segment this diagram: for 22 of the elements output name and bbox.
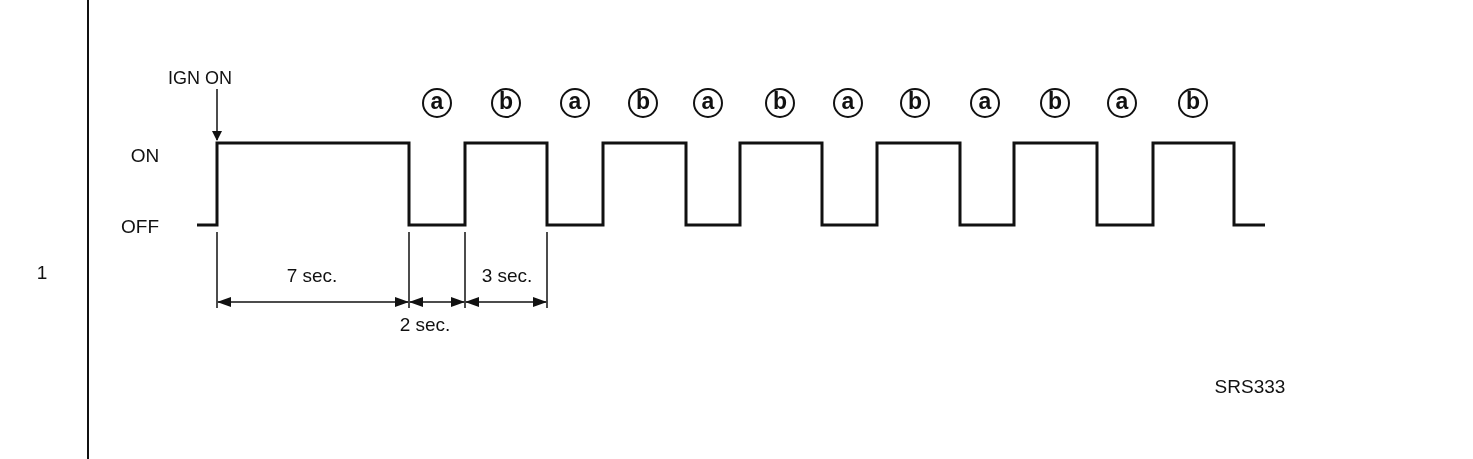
circled-letter: a: [422, 88, 452, 118]
circled-letter: b: [1178, 88, 1208, 118]
circled-letter: a: [1107, 88, 1137, 118]
event-label: IGN ON: [168, 69, 232, 87]
circled-letter: b: [765, 88, 795, 118]
figure-code: SRS333: [1214, 376, 1286, 396]
circled-letter: a: [970, 88, 1000, 118]
dimension-label: 2 sec.: [399, 314, 451, 334]
circled-letter: a: [833, 88, 863, 118]
circled-letter: a: [560, 88, 590, 118]
circled-letter: a: [693, 88, 723, 118]
circled-letter: b: [900, 88, 930, 118]
arrow: [212, 88, 222, 141]
circled-letter: b: [491, 88, 521, 118]
level-label: OFF: [121, 216, 159, 236]
dimension-label: 7 sec.: [286, 265, 338, 285]
signal-waveform: [196, 141, 1265, 227]
row-number: 1: [36, 262, 48, 282]
level-label: ON: [130, 145, 160, 165]
circled-letter: b: [1040, 88, 1070, 118]
circled-letter: b: [628, 88, 658, 118]
dimension-label: 3 sec.: [481, 265, 533, 285]
